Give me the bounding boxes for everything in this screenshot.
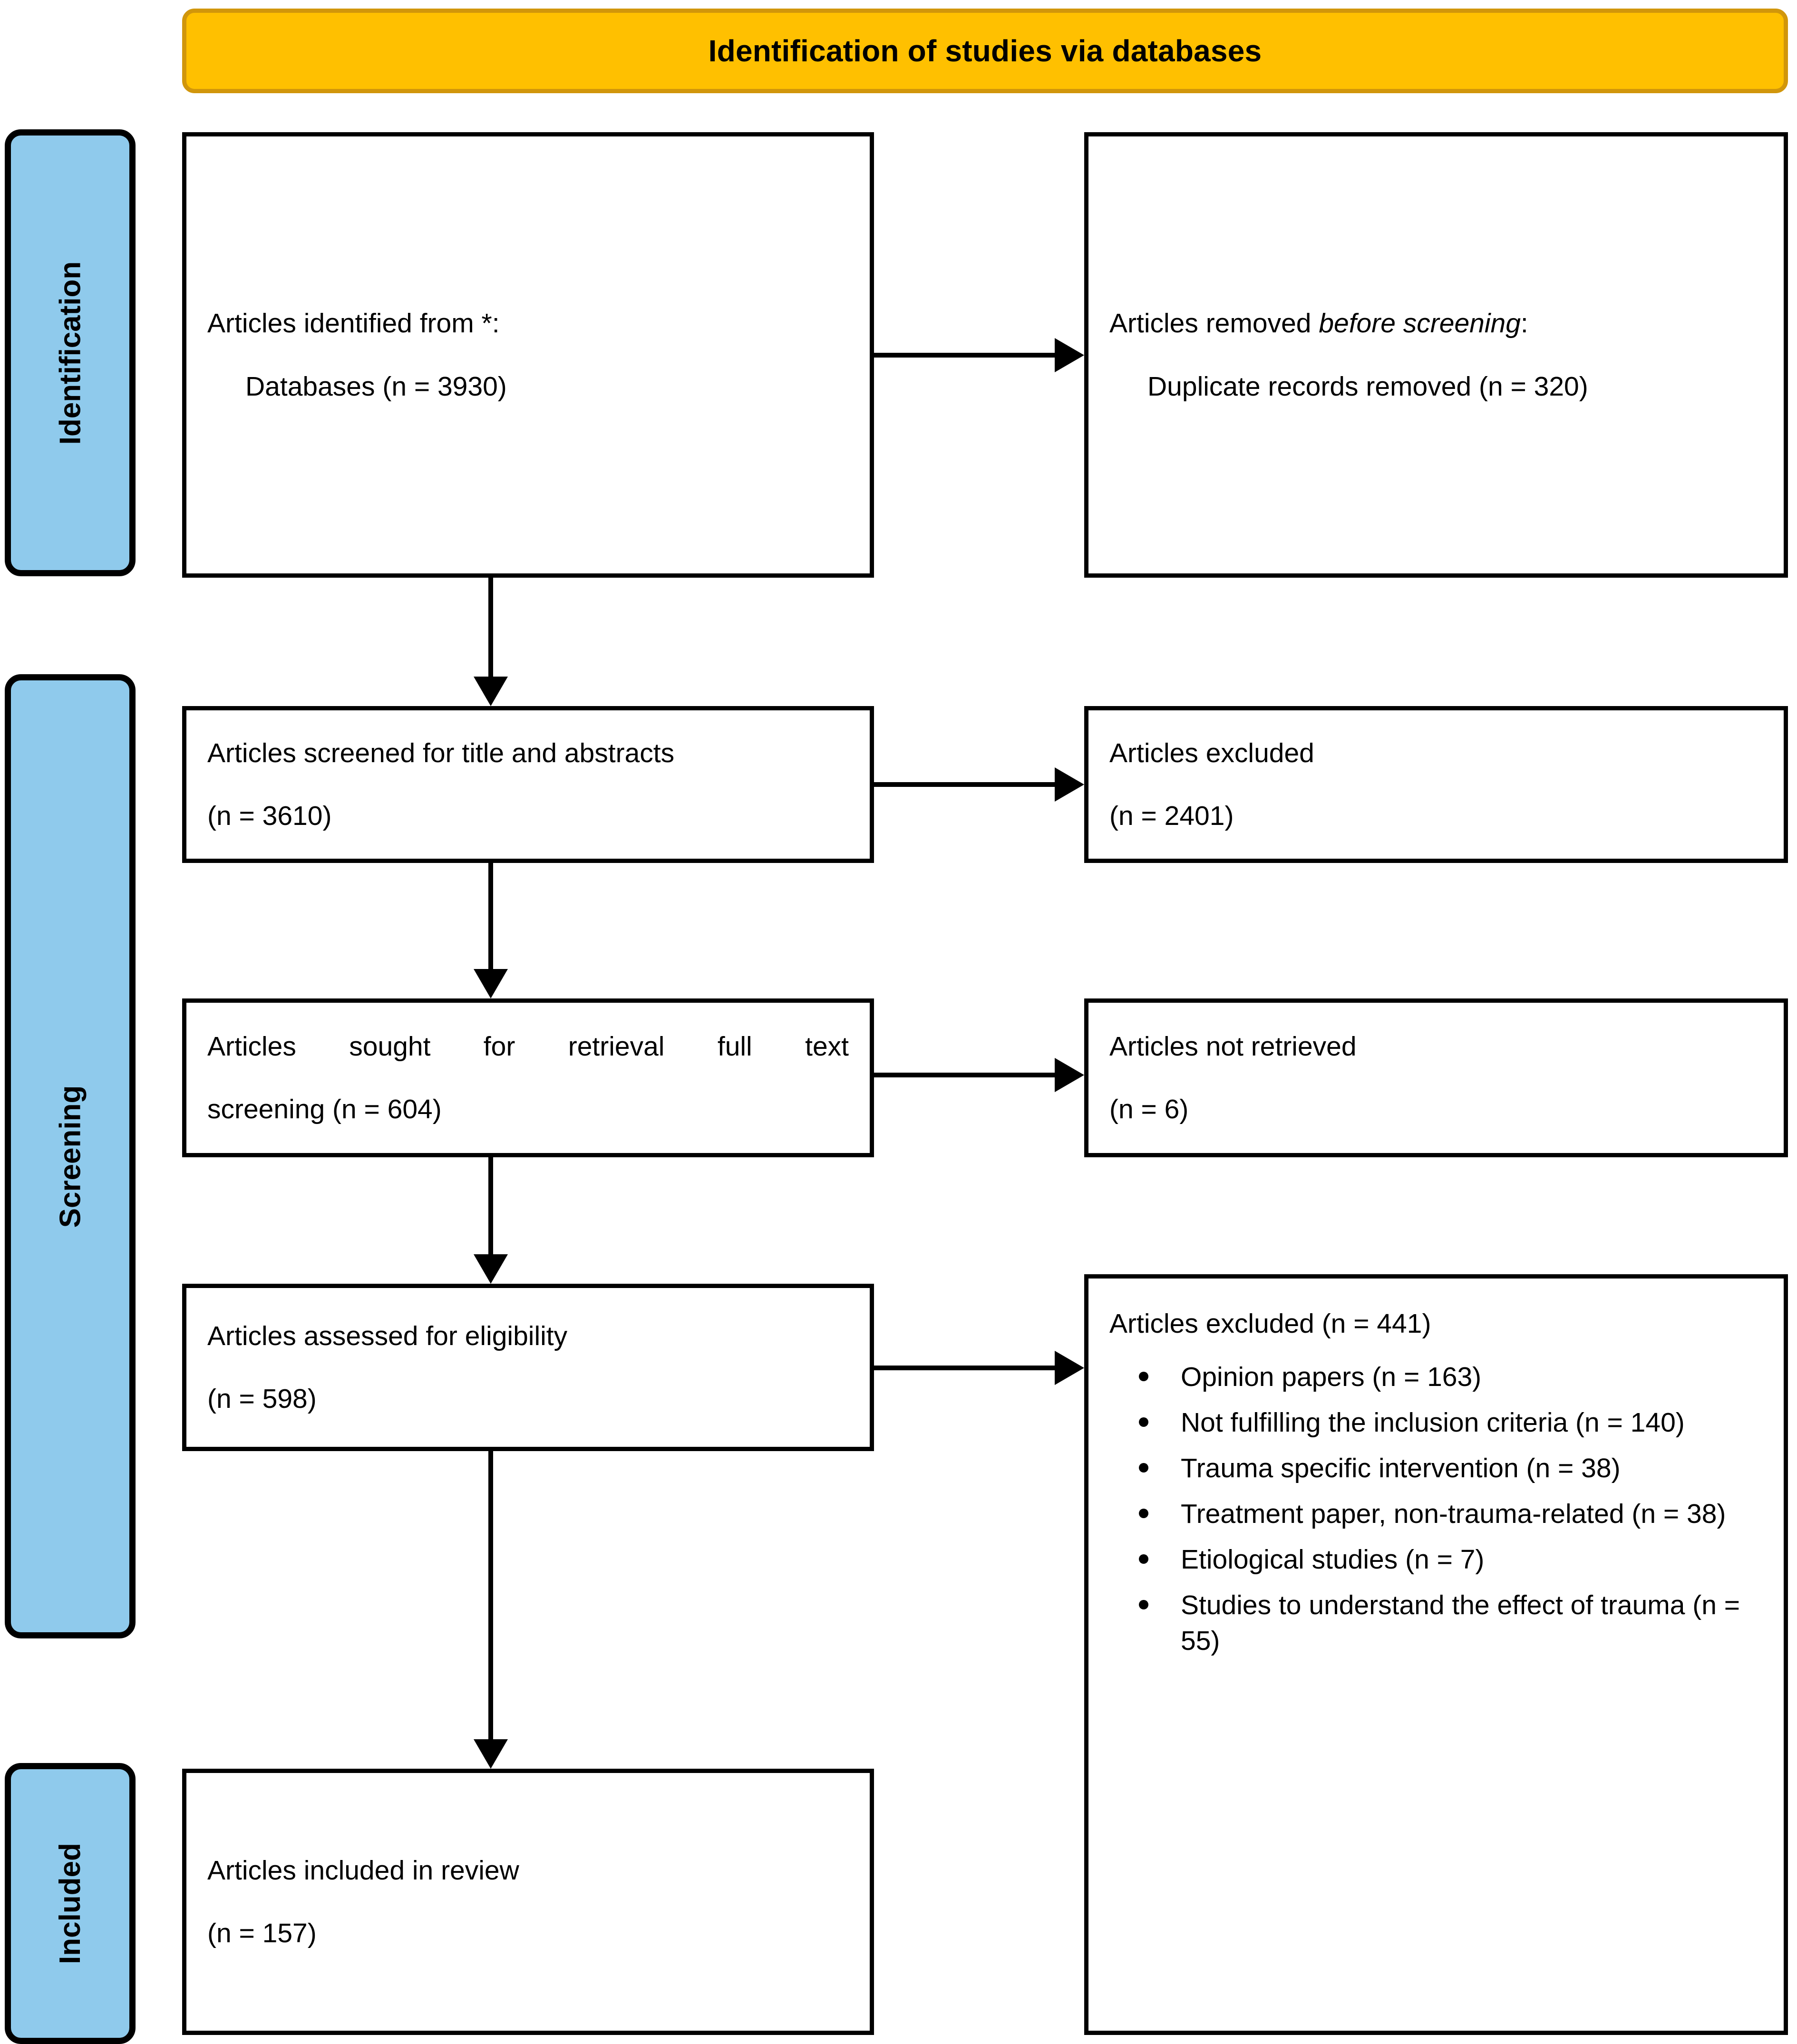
articles-removed-line1: Articles removed before screening: — [1109, 310, 1763, 337]
box-articles-removed: Articles removed before screening: Dupli… — [1084, 132, 1788, 578]
arrow-assessed-to-included — [474, 1451, 508, 1769]
articles-assessed-line1: Articles assessed for eligibility — [207, 1320, 568, 1351]
list-item: Trauma specific intervention (n = 38) — [1109, 1451, 1763, 1486]
articles-screened-line1: Articles screened for title and abstract… — [207, 737, 675, 768]
box-articles-included: Articles included in review (n = 157) — [182, 1769, 874, 2035]
exclusion-reason-text: Opinion papers (n = 163) — [1181, 1362, 1482, 1392]
articles-removed-suffix: : — [1520, 308, 1528, 339]
articles-identified-line2: Databases (n = 3930) — [245, 371, 507, 402]
arrowhead-right-icon — [1055, 338, 1084, 372]
exclusion-reason-text: Trauma specific intervention (n = 38) — [1181, 1453, 1621, 1484]
articles-included-line1: Articles included in review — [207, 1855, 519, 1886]
arrowhead-down-icon — [474, 677, 508, 706]
exclusion-reason-list: Opinion papers (n = 163) Not fulfilling … — [1109, 1359, 1763, 1669]
articles-sought-line1: Articles sought for retrieval full text — [207, 1031, 849, 1062]
stage-tab-identification-label: Identification — [54, 261, 87, 445]
arrow-sought-to-not-retrieved — [874, 1058, 1084, 1092]
arrow-identified-to-removed — [874, 338, 1084, 372]
box-articles-excluded-eligibility: Articles excluded (n = 441) Opinion pape… — [1084, 1274, 1788, 2035]
articles-identified-line1: Articles identified from *: — [207, 308, 500, 339]
stage-tab-screening: Screening — [5, 674, 136, 1638]
articles-excluded-ta-line1: Articles excluded — [1109, 737, 1314, 768]
articles-not-retrieved-line2: (n = 6) — [1109, 1094, 1189, 1124]
exclusion-reason-text: Treatment paper, non-trauma-related (n =… — [1181, 1499, 1726, 1530]
arrowhead-down-icon — [474, 1254, 508, 1284]
articles-screened-line2: (n = 3610) — [207, 801, 332, 831]
articles-removed-prefix: Articles removed — [1109, 308, 1319, 339]
arrow-screened-to-sought — [474, 863, 508, 998]
arrow-identified-to-screened — [474, 578, 508, 706]
box-articles-sought: Articles sought for retrieval full text … — [182, 998, 874, 1157]
list-item: Opinion papers (n = 163) — [1109, 1359, 1763, 1395]
header-banner: Identification of studies via databases — [182, 9, 1788, 93]
bullet-icon — [1139, 1554, 1148, 1564]
articles-excluded-ta-line2: (n = 2401) — [1109, 801, 1234, 831]
list-item: Etiological studies (n = 7) — [1109, 1542, 1763, 1577]
arrowhead-down-icon — [474, 969, 508, 998]
arrowhead-right-icon — [1055, 1058, 1084, 1092]
stage-tab-included: Included — [5, 1763, 136, 2044]
bullet-icon — [1139, 1509, 1148, 1519]
exclusion-reason-text: Etiological studies (n = 7) — [1181, 1544, 1485, 1575]
stage-tab-identification: Identification — [5, 129, 136, 576]
list-item: Treatment paper, non-trauma-related (n =… — [1109, 1496, 1763, 1531]
arrowhead-right-icon — [1055, 767, 1084, 802]
box-articles-screened: Articles screened for title and abstract… — [182, 706, 874, 863]
arrow-assessed-to-excluded-eligibility — [874, 1351, 1084, 1385]
box-articles-identified: Articles identified from *: Databases (n… — [182, 132, 874, 578]
articles-removed-line2: Duplicate records removed (n = 320) — [1147, 371, 1588, 402]
stage-tab-included-label: Included — [54, 1843, 87, 1964]
exclusion-reason-text: Studies to understand the effect of trau… — [1181, 1590, 1740, 1656]
exclusion-reason-text: Not fulfilling the inclusion criteria (n… — [1181, 1407, 1685, 1438]
bullet-icon — [1139, 1600, 1148, 1610]
list-item: Not fulfilling the inclusion criteria (n… — [1109, 1405, 1763, 1440]
articles-assessed-line2: (n = 598) — [207, 1384, 317, 1414]
articles-not-retrieved-line1: Articles not retrieved — [1109, 1031, 1357, 1062]
box-articles-assessed: Articles assessed for eligibility (n = 5… — [182, 1284, 874, 1451]
arrow-sought-to-assessed — [474, 1157, 508, 1284]
bullet-icon — [1139, 1417, 1148, 1427]
arrowhead-right-icon — [1055, 1351, 1084, 1385]
articles-removed-emphasis: before screening — [1319, 308, 1521, 339]
page-title: Identification of studies via databases — [708, 34, 1262, 68]
box-articles-excluded-title-abstract: Articles excluded (n = 2401) — [1084, 706, 1788, 863]
bullet-icon — [1139, 1463, 1148, 1473]
stage-tab-screening-label: Screening — [54, 1085, 87, 1228]
articles-sought-line2: screening (n = 604) — [207, 1094, 442, 1124]
list-item: Studies to understand the effect of trau… — [1109, 1588, 1763, 1658]
box-articles-not-retrieved: Articles not retrieved (n = 6) — [1084, 998, 1788, 1157]
articles-excluded-eligibility-heading: Articles excluded (n = 441) — [1109, 1308, 1431, 1339]
bullet-icon — [1139, 1372, 1148, 1381]
articles-included-line2: (n = 157) — [207, 1918, 317, 1948]
arrowhead-down-icon — [474, 1739, 508, 1769]
arrow-screened-to-excluded — [874, 767, 1084, 802]
